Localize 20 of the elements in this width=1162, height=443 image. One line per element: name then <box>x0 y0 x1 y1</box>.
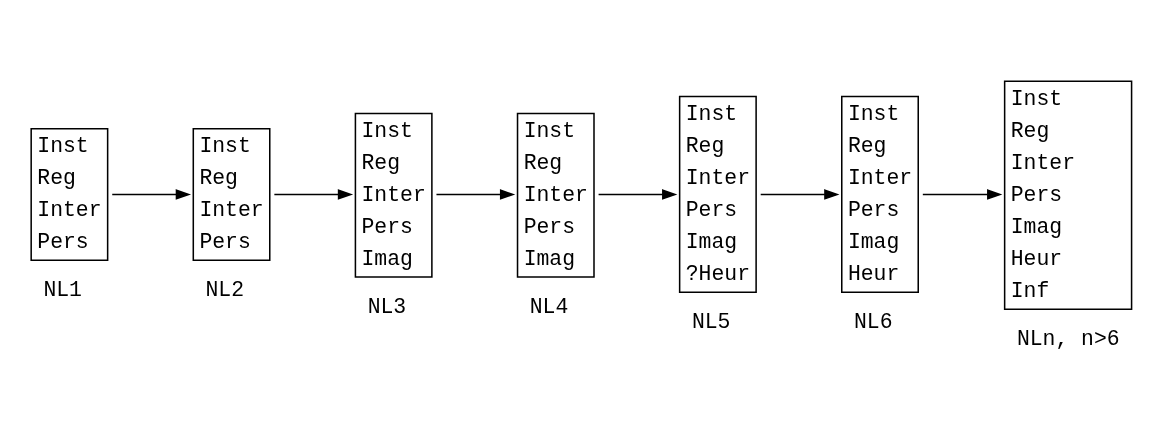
node-box: Inst Reg Inter Pers Imag <box>516 112 595 278</box>
node-label: NL6 <box>854 309 893 334</box>
arrow <box>597 188 678 200</box>
arrow <box>922 188 1003 200</box>
node-label: NL4 <box>529 294 569 319</box>
arrow <box>435 188 516 200</box>
arrow <box>111 188 192 200</box>
node-box: Inst Reg Inter Pers Imag Heur Inf <box>1003 80 1133 310</box>
node-label: NL5 <box>691 309 731 334</box>
arrow <box>759 188 840 200</box>
node-label: NL3 <box>367 294 407 319</box>
arrow <box>273 188 354 200</box>
node-label: NLn, n>6 <box>1016 326 1120 351</box>
node-box: Inst Reg Inter Pers Imag Heur <box>841 95 919 293</box>
node-box: Inst Reg Inter Pers <box>192 127 271 261</box>
node-label: NL1 <box>43 277 82 302</box>
node-label: NL2 <box>205 277 245 302</box>
node-box: Inst Reg Inter Pers Imag ?Heur <box>678 95 757 293</box>
node-box: Inst Reg Inter Pers Imag <box>354 112 433 278</box>
node-box: Inst Reg Inter Pers <box>30 127 109 261</box>
